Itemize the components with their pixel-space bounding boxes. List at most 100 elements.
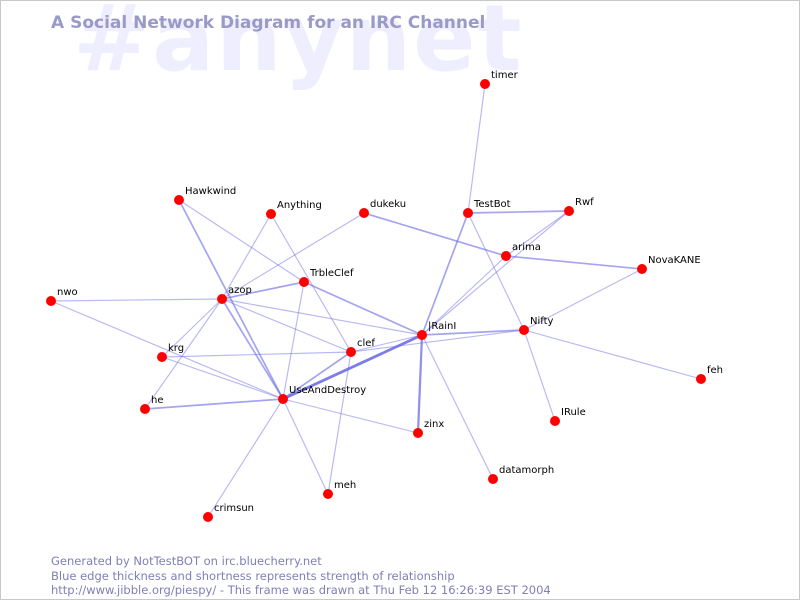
node-dot-Anything: [266, 209, 276, 219]
edge-dukeku-arima: [363, 212, 507, 257]
edge-Hawkwind-TrbleClef: [178, 199, 305, 283]
edge-nwo-azop: [50, 298, 223, 302]
edge-TrbleClef-IRainI: [303, 281, 423, 336]
edge-IRainI-Nifty: [421, 329, 525, 336]
edge-azop-IRainI: [221, 298, 423, 336]
footer-source-link[interactable]: http://www.jibble.org/piespy/ - This fra…: [51, 583, 551, 597]
node-label-datamorph: datamorph: [499, 465, 554, 476]
edge-TrbleClef-UseAndDestroy: [282, 281, 305, 400]
edge-Rwf-IRainI: [421, 210, 570, 336]
node-dot-arima: [501, 251, 511, 261]
edge-clef-UseAndDestroy: [282, 351, 352, 400]
edge-azop-krg: [161, 298, 223, 358]
node-meh: meh: [323, 480, 356, 499]
edge-UseAndDestroy-he: [144, 398, 284, 410]
node-timer: timer: [480, 70, 519, 89]
node-label-nwo: nwo: [57, 287, 78, 298]
edge-Nifty-IRule: [523, 329, 556, 422]
node-label-Nifty: Nifty: [530, 316, 554, 327]
edge-Nifty-clef: [350, 329, 525, 353]
node-crimsun: crimsun: [203, 503, 254, 522]
node-label-NovaKANE: NovaKANE: [648, 255, 701, 266]
node-Rwf: Rwf: [564, 197, 594, 216]
edge-Anything-azop: [221, 213, 272, 300]
node-dot-IRule: [550, 416, 560, 426]
edge-krg-clef: [161, 351, 352, 358]
node-label-timer: timer: [491, 70, 519, 81]
node-Anything: Anything: [266, 200, 322, 219]
edge-TestBot-Nifty: [467, 212, 525, 331]
node-label-TrbleClef: TrbleClef: [309, 268, 354, 279]
node-Nifty: Nifty: [519, 316, 554, 335]
node-zinx: zinx: [413, 419, 444, 438]
edge-IRainI-UseAndDestroy: [282, 333, 423, 401]
node-IRule: IRule: [550, 407, 586, 426]
node-label-UseAndDestroy: UseAndDestroy: [289, 385, 366, 396]
edge-UseAndDestroy-zinx: [282, 398, 419, 434]
edge-IRainI-datamorph: [421, 334, 494, 480]
edge-UseAndDestroy-crimsun: [207, 398, 284, 518]
node-dot-nwo: [46, 296, 56, 306]
node-nwo: nwo: [46, 287, 78, 306]
node-TrbleClef: TrbleClef: [299, 268, 354, 287]
node-azop: azop: [217, 285, 252, 304]
edge-nwo-UseAndDestroy: [50, 300, 284, 400]
edge-Nifty-feh: [523, 329, 702, 380]
node-datamorph: datamorph: [488, 465, 554, 484]
node-dot-krg: [157, 352, 167, 362]
node-label-clef: clef: [357, 338, 375, 349]
node-NovaKANE: NovaKANE: [637, 255, 701, 274]
node-label-Anything: Anything: [277, 200, 322, 211]
node-label-azop: azop: [228, 285, 252, 296]
node-dot-NovaKANE: [637, 264, 647, 274]
edge-UseAndDestroy-meh: [282, 398, 329, 495]
node-dot-feh: [696, 374, 706, 384]
edge-IRainI-zinx: [416, 334, 424, 434]
edge-Rwf-arima: [505, 210, 570, 257]
channel-watermark: #anynet: [73, 0, 524, 92]
edge-timer-TestBot: [467, 83, 486, 214]
node-label-krg: krg: [168, 343, 184, 354]
edge-TestBot-IRainI: [421, 212, 469, 336]
node-label-Rwf: Rwf: [575, 197, 594, 208]
node-dot-TestBot: [463, 208, 473, 218]
node-dot-Hawkwind: [174, 195, 184, 205]
footer-generated-by: Generated by NotTestBOT on irc.bluecherr…: [51, 554, 322, 568]
node-arima: arima: [501, 242, 541, 261]
node-label-Hawkwind: Hawkwind: [185, 186, 236, 197]
node-dot-UseAndDestroy: [278, 394, 288, 404]
edge-NovaKANE-Nifty: [523, 268, 643, 331]
node-dot-zinx: [413, 428, 423, 438]
node-dot-IRainI: [417, 330, 427, 340]
edge-TestBot-Rwf: [467, 210, 570, 214]
footer-legend-note: Blue edge thickness and shortness repres…: [51, 568, 455, 583]
node-dot-dukeku: [359, 208, 369, 218]
node-label-IRule: IRule: [561, 407, 586, 418]
edge-dukeku-azop: [221, 212, 365, 300]
edges-layer: [50, 83, 702, 518]
node-dot-azop: [217, 294, 227, 304]
edge-azop-he: [144, 298, 223, 410]
node-dot-he: [140, 404, 150, 414]
edge-TrbleClef-azop: [221, 281, 305, 300]
edge-azop-UseAndDestroy: [221, 298, 284, 400]
edge-Hawkwind-UseAndDestroy: [178, 199, 284, 400]
node-dot-clef: [346, 347, 356, 357]
node-dot-timer: [480, 79, 490, 89]
diagram-title: A Social Network Diagram for an IRC Chan…: [51, 13, 486, 33]
edge-krg-UseAndDestroy: [161, 356, 284, 400]
edge-clef-meh: [327, 351, 352, 495]
edge-arima-NovaKANE: [505, 255, 643, 270]
node-label-zinx: zinx: [424, 419, 444, 430]
node-dot-TrbleClef: [299, 277, 309, 287]
edge-azop-clef: [221, 298, 352, 353]
node-label-feh: feh: [707, 365, 723, 376]
node-TestBot: TestBot: [463, 199, 511, 218]
node-UseAndDestroy: UseAndDestroy: [278, 385, 366, 404]
node-IRainI: |RainI: [417, 321, 456, 340]
node-label-arima: arima: [512, 242, 541, 253]
node-label-dukeku: dukeku: [370, 199, 406, 210]
